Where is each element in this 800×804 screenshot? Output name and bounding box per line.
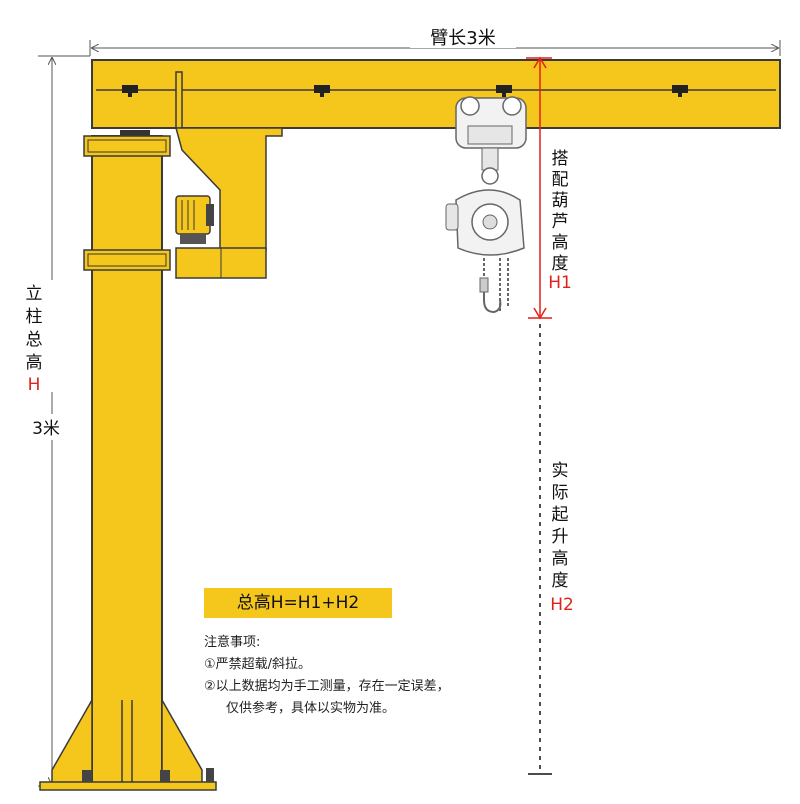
hoist-height-char-6: 度 — [552, 254, 569, 274]
slew-motor — [175, 195, 214, 244]
column-height-char-2: 柱 — [26, 307, 43, 327]
lift-height-char-6: 度 — [552, 571, 569, 591]
column-height-dimension: 立 柱 总 高 H 3米 — [22, 55, 90, 787]
notes-title: 注意事项: — [204, 635, 261, 650]
note-item-2-continued: 仅供参考，具体以实物为准。 — [226, 701, 396, 716]
column-base — [39, 697, 217, 791]
lift-height-dimension: 实 际 起 升 高 度 H2 — [528, 324, 574, 775]
hoist-height-char-5: 高 — [552, 233, 569, 253]
column-height-char-4: 高 — [26, 353, 43, 373]
arm-length-dimension: 臂长3米 — [89, 26, 781, 56]
electric-hoist — [445, 96, 527, 314]
jib-arm — [91, 59, 781, 129]
hoist-height-char-3: 葫 — [552, 191, 569, 211]
hoist-height-dimension: 搭 配 葫 芦 高 度 H1 — [526, 56, 572, 320]
column-height-value: 3米 — [32, 419, 60, 439]
lift-height-char-2: 际 — [552, 483, 569, 503]
lift-height-char-4: 升 — [552, 527, 569, 547]
note-item-2: ②以上数据均为手工测量，存在一定误差， — [204, 679, 450, 694]
hoist-height-char-4: 芦 — [552, 212, 569, 232]
lift-height-symbol: H2 — [550, 595, 574, 615]
arm-length-label: 臂长3米 — [430, 28, 495, 49]
column-height-char-3: 总 — [26, 330, 43, 350]
lift-height-char-5: 高 — [552, 549, 569, 569]
column-height-symbol: H — [28, 375, 41, 395]
column-height-char-1: 立 — [26, 284, 43, 304]
lift-height-char-1: 实 — [552, 461, 569, 481]
note-item-1: ①严禁超载/斜拉。 — [204, 657, 312, 672]
hoist-height-symbol: H1 — [548, 273, 572, 293]
notes-block: 注意事项: ①严禁超载/斜拉。 ②以上数据均为手工测量，存在一定误差， 仅供参考… — [204, 632, 524, 720]
lift-height-char-3: 起 — [552, 505, 569, 525]
column — [83, 130, 267, 787]
hoist-height-char-1: 搭 — [552, 149, 569, 169]
hoist-height-char-2: 配 — [552, 170, 569, 190]
total-height-formula: 总高H=H1+H2 — [204, 588, 392, 618]
